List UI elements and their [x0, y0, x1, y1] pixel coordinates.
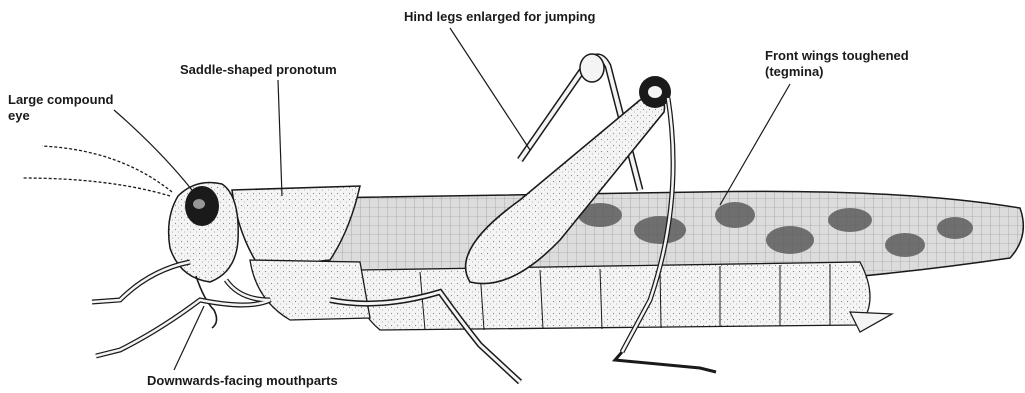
label-compound-eye-line1: Large compound	[8, 92, 113, 108]
leader-eye	[114, 110, 192, 190]
abdomen-tip	[850, 312, 892, 332]
label-pronotum: Saddle-shaped pronotum	[180, 62, 337, 78]
label-front-wings-line1: Front wings toughened	[765, 48, 909, 64]
thorax	[250, 260, 370, 320]
leader-wings	[720, 84, 790, 205]
label-front-wings: Front wings toughened (tegmina)	[765, 48, 909, 80]
label-mouthparts: Downwards-facing mouthparts	[147, 373, 338, 389]
front-leg-2	[96, 280, 270, 356]
antenna-lower	[22, 178, 170, 196]
leader-hindlegs	[450, 28, 530, 150]
label-front-wings-line2: (tegmina)	[765, 64, 909, 80]
label-compound-eye: Large compound eye	[8, 92, 113, 124]
hind-tarsus	[615, 352, 716, 372]
antenna-upper	[42, 146, 172, 192]
label-hind-legs: Hind legs enlarged for jumping	[404, 9, 595, 25]
label-compound-eye-line2: eye	[8, 108, 113, 124]
leader-pronotum	[278, 80, 282, 196]
